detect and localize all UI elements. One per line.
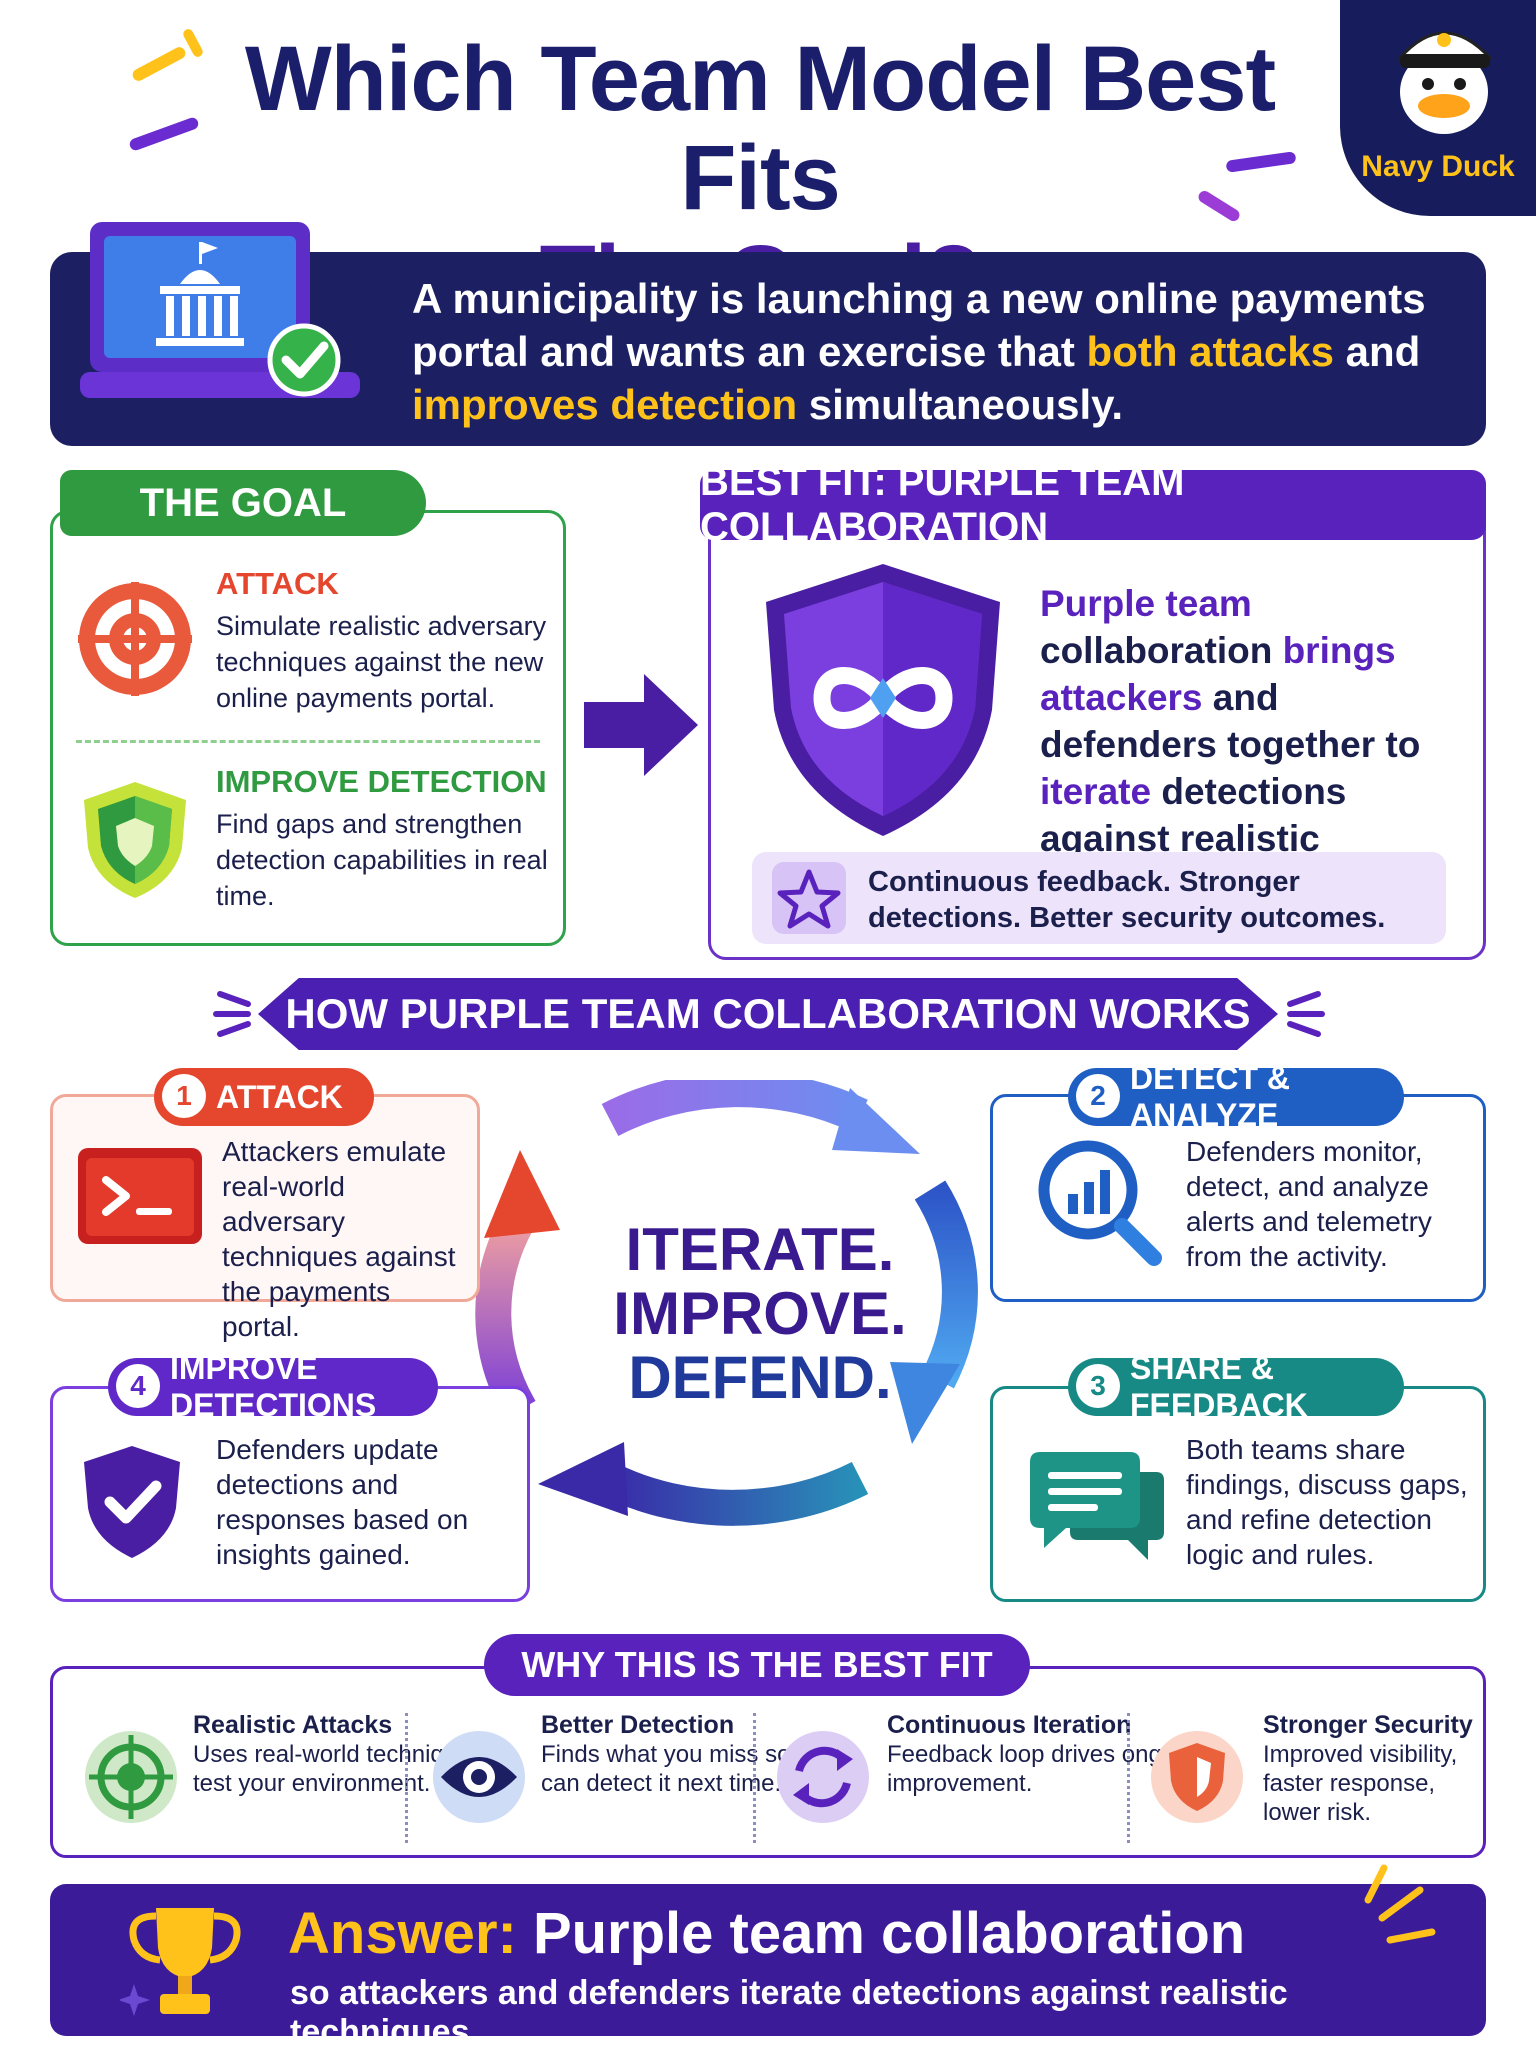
cycle-center-text: ITERATE. IMPROVE. DEFEND. xyxy=(610,1218,910,1410)
fit-text-iterate: iterate xyxy=(1040,771,1152,812)
scenario-highlight-attacks: both attacks xyxy=(1086,328,1334,375)
why-divider xyxy=(405,1713,408,1843)
best-fit-strip-text: Continuous feedback. Stronger detections… xyxy=(868,866,1386,934)
right-arrow-icon xyxy=(584,674,698,776)
step-title: ATTACK xyxy=(216,1078,343,1115)
cycle-improve: IMPROVE. xyxy=(613,1280,907,1347)
goal-attack: ATTACK Simulate realistic adversary tech… xyxy=(216,566,556,716)
step-improve-text: Defenders update detections and response… xyxy=(216,1434,469,1570)
cycle-iterate: ITERATE. xyxy=(625,1216,895,1283)
step-title: SHARE & FEEDBACK xyxy=(1130,1350,1308,1423)
burst-right-icon xyxy=(1287,991,1325,1037)
fit-text-brings-attackers: brings attackers xyxy=(1040,630,1396,718)
why-card: Realistic Attacks Uses real-world techni… xyxy=(50,1666,1486,1858)
best-fit-strip: Continuous feedback. Stronger detections… xyxy=(752,852,1446,944)
title-line-1: Which Team Model Best Fits xyxy=(244,28,1276,230)
star-icon xyxy=(772,862,846,934)
target-icon xyxy=(78,582,192,696)
scenario-part-1: A municipality is launching a new online… xyxy=(412,275,1426,375)
answer-title: Answer: Purple team collaboration xyxy=(288,1900,1245,1967)
shield-check-icon xyxy=(84,1446,180,1558)
step-number: 4 xyxy=(116,1364,160,1408)
mascot-label: Navy Duck xyxy=(1361,150,1515,183)
fit-text-purple-team: Purple team xyxy=(1040,583,1252,624)
how-banner: HOW PURPLE TEAM COLLABORATION WORKS xyxy=(258,978,1278,1050)
why-heading: Stronger Security xyxy=(1263,1711,1473,1739)
magnifier-chart-icon xyxy=(1038,1140,1162,1266)
step-title: DETECT & ANALYZE xyxy=(1130,1060,1290,1133)
divider xyxy=(76,740,540,743)
refresh-cycle-icon xyxy=(777,1731,869,1823)
why-tab: WHY THIS IS THE BEST FIT xyxy=(484,1634,1030,1696)
step-number: 3 xyxy=(1076,1364,1120,1408)
why-item-security: Stronger Security Improved visibility, f… xyxy=(1263,1711,1483,1827)
scenario-part-2: and xyxy=(1333,328,1421,375)
why-heading: Better Detection xyxy=(541,1711,735,1739)
step-share-text: Both teams share findings, discuss gaps,… xyxy=(1186,1434,1468,1570)
spark-burst-icon xyxy=(1364,1864,1436,1944)
goal-attack-text: Simulate realistic adversary techniques … xyxy=(216,611,547,713)
step-attack-card xyxy=(50,1094,480,1302)
why-text: Improved visibility, faster response, lo… xyxy=(1263,1741,1458,1826)
step-number: 2 xyxy=(1076,1074,1120,1118)
why-divider xyxy=(1127,1713,1130,1843)
why-heading: Continuous Iteration xyxy=(887,1711,1132,1739)
step-title: IMPROVE DETECTIONS xyxy=(170,1350,377,1423)
duck-mascot-icon xyxy=(1396,31,1494,134)
step-share-tab: 3 SHARE & FEEDBACK xyxy=(1068,1350,1404,1423)
chat-bubbles-icon xyxy=(1030,1452,1164,1560)
trophy-icon xyxy=(120,1908,241,2016)
purple-shield-infinity-icon xyxy=(766,564,1000,836)
why-heading: Realistic Attacks xyxy=(193,1711,393,1739)
fit-text-2: collaboration xyxy=(1040,630,1283,671)
scenario-banner: A municipality is launching a new online… xyxy=(50,222,1486,446)
answer-subtitle: so attackers and defenders iterate detec… xyxy=(290,1974,1288,2048)
scenario-text: A municipality is launching a new online… xyxy=(412,272,1452,431)
step-detect-text: Defenders monitor, detect, and analyze a… xyxy=(1186,1136,1432,1272)
cycle-arrows xyxy=(475,1080,978,1526)
goal-tab: THE GOAL xyxy=(60,470,426,536)
cycle-defend: DEFEND. xyxy=(628,1344,892,1411)
goal-detect-text: Find gaps and strengthen detection capab… xyxy=(216,809,548,911)
answer-main: Purple team collaboration xyxy=(516,1901,1246,1966)
step-number: 1 xyxy=(162,1074,206,1118)
answer-banner: Answer: Purple team collaboration so att… xyxy=(50,1864,1486,2048)
cycle-arrow-top xyxy=(601,1080,868,1137)
goal-detect: IMPROVE DETECTION Find gaps and strength… xyxy=(216,764,556,914)
goal-attack-heading: ATTACK xyxy=(216,566,339,601)
step-attack-text: Attackers emulate real-world adversary t… xyxy=(222,1136,456,1342)
step-attack-tab: 1 ATTACK xyxy=(154,1068,374,1126)
laptop-government-icon xyxy=(80,222,360,398)
goal-detect-heading: IMPROVE DETECTION xyxy=(216,764,547,799)
best-fit-tab: BEST FIT: PURPLE TEAM COLLABORATION xyxy=(700,460,1486,549)
orange-shield-icon xyxy=(1151,1731,1243,1823)
mascot-badge: Navy Duck xyxy=(1340,0,1536,216)
why-divider xyxy=(753,1713,756,1843)
step-detect-tab: 2 DETECT & ANALYZE xyxy=(1068,1060,1404,1133)
green-target-icon xyxy=(85,1731,177,1823)
green-shield-icon xyxy=(84,782,186,898)
eye-icon xyxy=(433,1731,525,1823)
fit-text-4: and defenders together to xyxy=(1040,677,1421,765)
scenario-part-3: simultaneously. xyxy=(797,381,1124,428)
burst-left-icon xyxy=(213,991,251,1037)
step-improve-tab: 4 IMPROVE DETECTIONS xyxy=(108,1350,438,1423)
terminal-icon xyxy=(78,1148,202,1244)
scenario-highlight-detection: improves detection xyxy=(412,381,798,428)
answer-label: Answer: xyxy=(288,1901,517,1966)
